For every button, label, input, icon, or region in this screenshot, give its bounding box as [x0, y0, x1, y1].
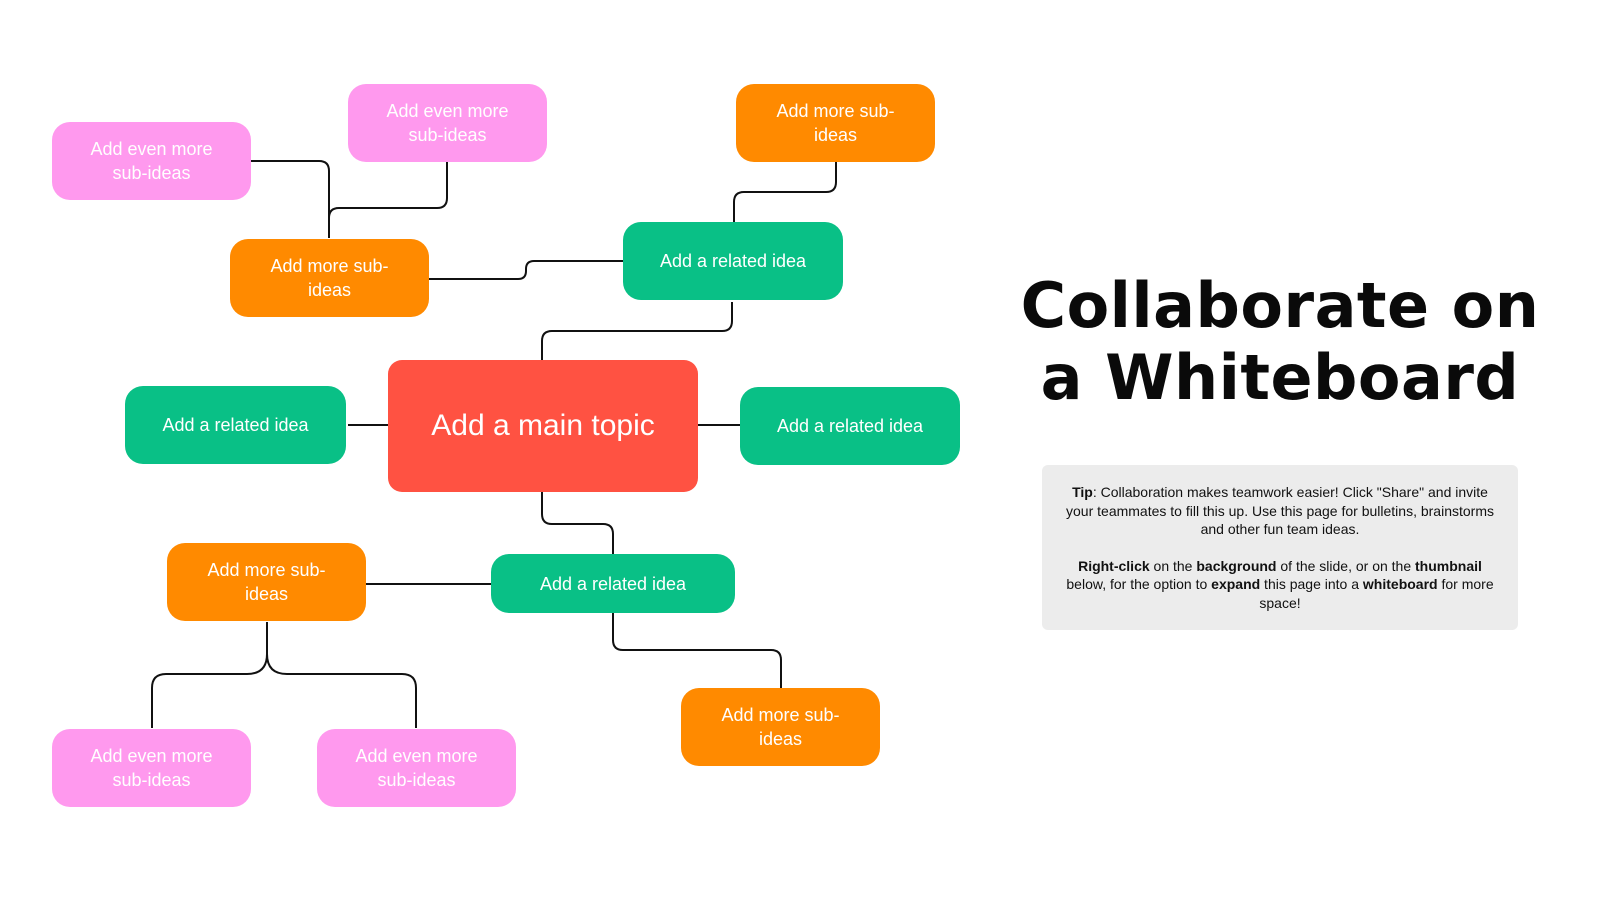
related-idea-label: Add a related idea [539, 573, 687, 594]
tip-bold-expand: expand [1211, 576, 1261, 592]
tip-text: on the [1149, 557, 1197, 574]
page-title: Collaborate on a Whiteboard [1000, 270, 1560, 414]
even-more-sub-ideas-label: Add even more sub-ideas [90, 746, 213, 790]
title-line-1: Collaborate on [1020, 269, 1540, 342]
related-idea-node-left[interactable]: Add a related idea [125, 386, 346, 464]
connector-related-top-to-sub [428, 260, 623, 280]
connector-related-bottom-to-sub-right [612, 612, 782, 688]
tip-text: : Collaboration makes teamwork easier! C… [1066, 484, 1494, 537]
even-more-sub-ideas-label: Add even more sub-ideas [386, 101, 509, 145]
more-sub-ideas-label: Add more sub-ideas [270, 256, 389, 300]
even-more-sub-ideas-node-bottom-left[interactable]: Add even more sub-ideas [52, 729, 251, 807]
related-idea-node-top[interactable]: Add a related idea [623, 222, 843, 300]
main-topic-node[interactable]: Add a main topic [388, 360, 698, 492]
more-sub-ideas-node-upper-left[interactable]: Add more sub-ideas [230, 239, 429, 317]
more-sub-ideas-label: Add more sub-ideas [721, 705, 840, 749]
even-more-sub-ideas-label: Add even more sub-ideas [90, 139, 213, 183]
tip-text: for more space! [1259, 576, 1494, 611]
related-idea-node-bottom[interactable]: Add a related idea [491, 554, 735, 613]
connector-sub-left-to-subsub-left [250, 160, 330, 238]
title-line-2: a Whiteboard [1040, 341, 1520, 414]
tip-bold-whiteboard: whiteboard [1362, 576, 1438, 592]
even-more-sub-ideas-label: Add even more sub-ideas [355, 746, 478, 790]
even-more-sub-ideas-node-bottom-middle[interactable]: Add even more sub-ideas [317, 729, 516, 807]
tip-text: of the slide, or on the [1276, 557, 1416, 574]
related-idea-label: Add a related idea [162, 415, 309, 435]
related-idea-node-right[interactable]: Add a related idea [740, 387, 960, 465]
tip-bold-background: background [1196, 557, 1277, 574]
tip-box: Tip: Collaboration makes teamwork easier… [1042, 465, 1518, 630]
tip-paragraph-1: Tip: Collaboration makes teamwork easier… [1058, 483, 1502, 539]
more-sub-ideas-label: Add more sub-ideas [207, 560, 326, 604]
related-idea-label: Add a related idea [776, 416, 924, 436]
tip-bold-thumbnail: thumbnail [1415, 557, 1482, 574]
tip-text: this page into a [1260, 576, 1363, 592]
even-more-sub-ideas-node-top[interactable]: Add even more sub-ideas [348, 84, 547, 162]
related-idea-label: Add a related idea [659, 251, 807, 271]
tip-text: below, for the option to [1066, 576, 1212, 592]
connector-sub-bottom-to-subsub-left [151, 622, 268, 728]
connector-sub-left-to-subsub-top [328, 162, 448, 238]
connector-related-top-to-sub-top [733, 162, 837, 222]
tip-paragraph-2: Right-click on the background of the sli… [1058, 557, 1502, 613]
more-sub-ideas-node-bottom-right[interactable]: Add more sub-ideas [681, 688, 880, 766]
connector-main-to-related-bottom [541, 492, 614, 554]
connector-main-to-related-top [541, 302, 733, 360]
more-sub-ideas-node-top-right[interactable]: Add more sub-ideas [736, 84, 935, 162]
tip-label: Tip [1072, 484, 1093, 500]
connector-sub-bottom-to-subsub-right [266, 653, 417, 728]
even-more-sub-ideas-node-top-left[interactable]: Add even more sub-ideas [52, 122, 251, 200]
more-sub-ideas-node-lower-left[interactable]: Add more sub-ideas [167, 543, 366, 621]
main-topic-label: Add a main topic [431, 409, 655, 442]
tip-bold-right-click: Right-click [1078, 557, 1150, 574]
more-sub-ideas-label: Add more sub-ideas [776, 101, 895, 145]
